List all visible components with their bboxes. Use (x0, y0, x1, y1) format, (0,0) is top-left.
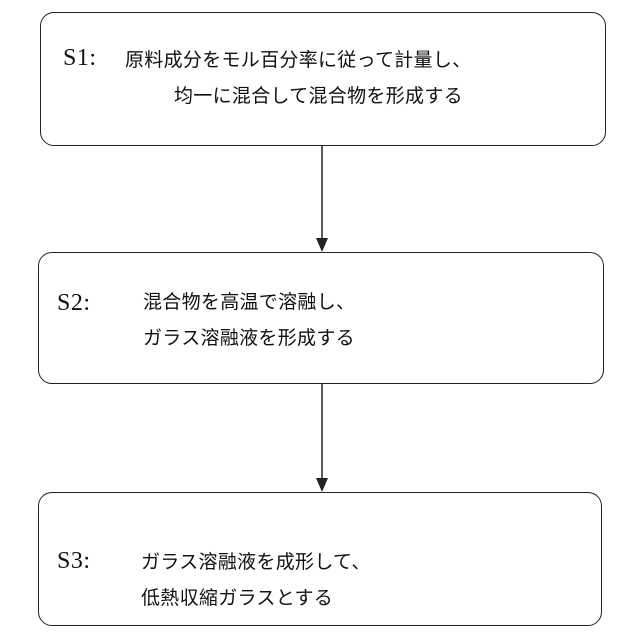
arrow-s2-to-s3 (316, 384, 328, 492)
arrow-s2-to-s3-head (316, 478, 328, 492)
arrow-s1-to-s2 (316, 146, 328, 252)
arrow-s1-to-s2-head (316, 238, 328, 252)
